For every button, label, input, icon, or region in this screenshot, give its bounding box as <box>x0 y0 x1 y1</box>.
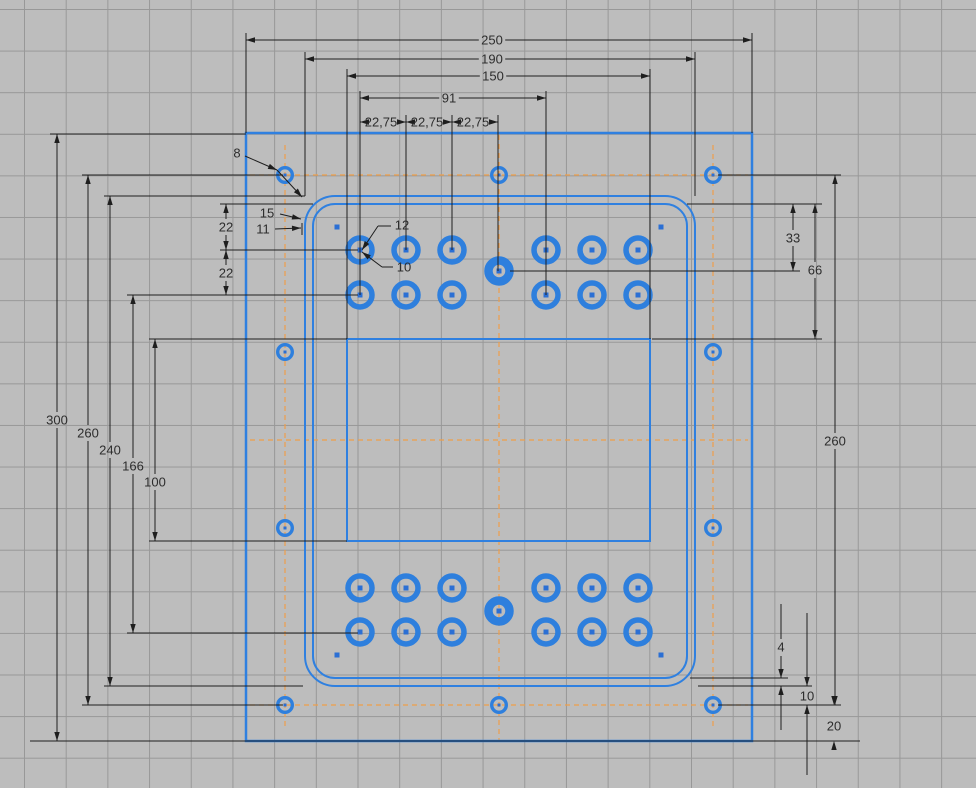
hole-center-point[interactable] <box>357 585 363 591</box>
pocket-outer-contour[interactable] <box>304 195 696 687</box>
dimension-label[interactable]: 300 <box>46 413 68 428</box>
counterbored-hole[interactable] <box>437 573 467 603</box>
leader-label[interactable]: 12 <box>395 218 409 233</box>
sketch-point[interactable] <box>334 224 340 230</box>
hole-center-point[interactable] <box>357 629 363 635</box>
mounting-hole[interactable] <box>490 696 509 715</box>
hole-center-point[interactable] <box>449 292 455 298</box>
mounting-hole[interactable] <box>704 519 723 538</box>
sketch-point[interactable] <box>658 652 664 658</box>
dimension-label[interactable]: 150 <box>482 69 504 84</box>
hole-center-point[interactable] <box>283 350 287 354</box>
center-boss-hole[interactable] <box>484 256 514 286</box>
hole-center-point[interactable] <box>496 608 502 614</box>
hole-center-point[interactable] <box>589 292 595 298</box>
counterbored-hole[interactable] <box>531 573 561 603</box>
mounting-hole[interactable] <box>276 343 295 362</box>
hole-center-point[interactable] <box>589 629 595 635</box>
hole-center-point[interactable] <box>283 526 287 530</box>
hole-center-point[interactable] <box>711 526 715 530</box>
dimension-label[interactable]: 4 <box>777 640 784 655</box>
counterbored-hole[interactable] <box>623 573 653 603</box>
dimension-label[interactable]: 166 <box>122 459 144 474</box>
mounting-hole[interactable] <box>490 165 509 184</box>
dimension-label[interactable]: 22,75 <box>365 115 398 130</box>
counterbored-hole[interactable] <box>391 617 421 647</box>
counterbored-hole[interactable] <box>577 280 607 310</box>
construction-centerlines <box>250 135 748 740</box>
hole-center-point[interactable] <box>403 292 409 298</box>
dimension-label[interactable]: 66 <box>808 263 822 278</box>
counterbored-hole[interactable] <box>531 617 561 647</box>
hole-center-point[interactable] <box>283 703 287 707</box>
counterbored-hole[interactable] <box>577 573 607 603</box>
dimension-label[interactable]: 33 <box>786 231 800 246</box>
hole-center-point[interactable] <box>403 629 409 635</box>
dimension-label[interactable]: 22,75 <box>411 115 444 130</box>
leader-label[interactable]: 11 <box>256 222 270 237</box>
hole-center-point[interactable] <box>635 292 641 298</box>
dimension-label[interactable]: 10 <box>800 689 814 704</box>
part-geometry[interactable] <box>244 131 754 743</box>
dimension-label[interactable]: 100 <box>144 475 166 490</box>
hole-center-point[interactable] <box>635 585 641 591</box>
counterbored-hole[interactable] <box>391 573 421 603</box>
counterbored-hole[interactable] <box>345 573 375 603</box>
hole-center-point[interactable] <box>497 703 501 707</box>
center-window-outline[interactable] <box>346 338 651 542</box>
hole-center-point[interactable] <box>449 629 455 635</box>
hole-center-point[interactable] <box>635 247 641 253</box>
dimension-label[interactable]: 190 <box>481 52 503 67</box>
mounting-hole[interactable] <box>276 519 295 538</box>
hole-center-point[interactable] <box>589 585 595 591</box>
hole-center-point[interactable] <box>403 585 409 591</box>
extension-lines <box>30 33 860 775</box>
hole-center-point[interactable] <box>711 703 715 707</box>
counterbored-hole[interactable] <box>577 617 607 647</box>
hole-center-point[interactable] <box>589 247 595 253</box>
dimension-label[interactable]: 260 <box>824 434 846 449</box>
leader-label[interactable]: 15 <box>260 206 274 221</box>
counterbored-hole[interactable] <box>437 617 467 647</box>
hole-center-point[interactable] <box>449 585 455 591</box>
leader-label[interactable]: 10 <box>397 260 411 275</box>
hole-center-point[interactable] <box>635 629 641 635</box>
counterbored-hole[interactable] <box>437 280 467 310</box>
pocket-inner-contour[interactable] <box>312 203 688 679</box>
dimension-label[interactable]: 22 <box>219 266 233 281</box>
hole-center-point[interactable] <box>711 173 715 177</box>
leader-label[interactable]: 8 <box>233 146 240 161</box>
dimension-label[interactable]: 22 <box>219 220 233 235</box>
hole-center-point[interactable] <box>497 173 501 177</box>
sketch-point[interactable] <box>658 224 664 230</box>
counterbored-hole[interactable] <box>623 617 653 647</box>
hole-center-point[interactable] <box>543 585 549 591</box>
counterbored-hole[interactable] <box>577 235 607 265</box>
dimension-label[interactable]: 22,75 <box>457 115 490 130</box>
dimension-label[interactable]: 260 <box>77 426 99 441</box>
dimension-label[interactable]: 91 <box>442 91 456 106</box>
mounting-hole[interactable] <box>704 343 723 362</box>
counterbored-hole[interactable] <box>345 617 375 647</box>
dimension-label[interactable]: 240 <box>99 443 121 458</box>
hole-center-point[interactable] <box>283 173 287 177</box>
hole-center-point[interactable] <box>711 350 715 354</box>
hole-center-point[interactable] <box>496 268 502 274</box>
counterbored-hole[interactable] <box>391 280 421 310</box>
center-boss-hole[interactable] <box>484 596 514 626</box>
dimension-label[interactable]: 20 <box>827 719 841 734</box>
sketch-point[interactable] <box>334 652 340 658</box>
dimension-label[interactable]: 250 <box>481 33 503 48</box>
hole-center-point[interactable] <box>543 629 549 635</box>
